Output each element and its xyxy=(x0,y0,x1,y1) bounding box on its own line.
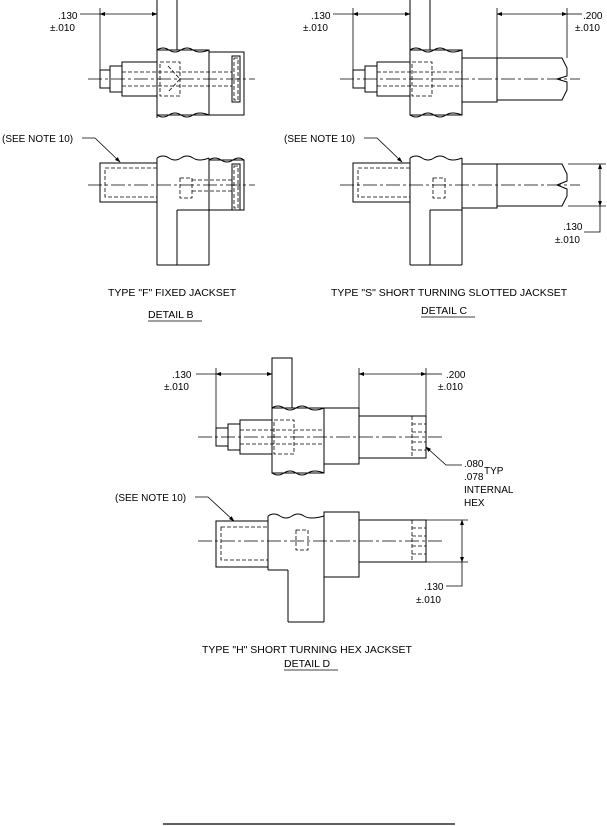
detail-b-section-view: (SEE NOTE 10) xyxy=(2,134,255,266)
detail-d-dim-top-left-value: .130 xyxy=(172,370,192,381)
detail-c-top-dimensions: .130 ±.010 .200 ±.010 xyxy=(303,8,603,70)
hex-internal: INTERNAL xyxy=(464,485,514,496)
detail-c-dim-bottom-tolerance: ±.010 xyxy=(555,235,580,246)
hex-dim-min: .078 xyxy=(464,472,484,483)
detail-b-detail-label: DETAIL B xyxy=(148,309,194,321)
detail-b-dim-top-tolerance: ±.010 xyxy=(50,23,75,34)
detail-d-dim-top-right-tolerance: ±.010 xyxy=(438,382,463,393)
detail-b-drawing: .130 ±.010 (SEE NOTE 10) TYPE "F" FIXED … xyxy=(2,0,255,322)
detail-d-top-view xyxy=(198,357,442,476)
detail-c-drawing: .130 ±.010 .200 ±.010 (SEE NOTE 10) xyxy=(284,0,606,318)
detail-d-section-view: (SEE NOTE 10) .130 ±.010 xyxy=(115,493,468,623)
detail-c-dim-top-left-tolerance: ±.010 xyxy=(303,23,328,34)
detail-d-dim-bottom-value: .130 xyxy=(424,582,444,593)
detail-d-dim-bottom-tolerance: ±.010 xyxy=(416,595,441,606)
detail-b-type-label: TYPE "F" FIXED JACKSET xyxy=(108,287,237,299)
detail-b-dim-top-value: .130 xyxy=(58,11,78,22)
hex-dim-max: .080 xyxy=(464,459,484,470)
detail-c-top-view xyxy=(340,0,580,118)
detail-d-hex-callout: .080 .078 TYP INTERNAL HEX xyxy=(425,446,514,509)
detail-d-detail-label: DETAIL D xyxy=(284,658,331,670)
detail-c-dim-top-right-tolerance: ±.010 xyxy=(575,23,600,34)
detail-c-section-view: (SEE NOTE 10) .130 ±.010 xyxy=(284,134,606,266)
hex-hex: HEX xyxy=(464,498,485,509)
detail-c-dim-top-right-value: .200 xyxy=(583,11,603,22)
detail-b-top-view xyxy=(88,0,255,118)
detail-c-dim-bottom-value: .130 xyxy=(563,222,583,233)
detail-d-drawing: .130 ±.010 .200 ±.010 .080 .078 TYP INTE… xyxy=(115,357,514,671)
detail-d-dim-top-left-tolerance: ±.010 xyxy=(164,382,189,393)
detail-c-type-label: TYPE "S" SHORT TURNING SLOTTED JACKSET xyxy=(331,287,568,299)
detail-d-dim-top-right-value: .200 xyxy=(446,370,466,381)
detail-c-note: (SEE NOTE 10) xyxy=(284,134,355,145)
detail-d-note: (SEE NOTE 10) xyxy=(115,493,186,504)
detail-d-type-label: TYPE "H" SHORT TURNING HEX JACKSET xyxy=(202,644,412,656)
detail-d-top-dimensions: .130 ±.010 .200 ±.010 xyxy=(164,368,466,428)
hex-typ: TYP xyxy=(484,466,504,477)
detail-b-note: (SEE NOTE 10) xyxy=(2,134,73,145)
detail-c-detail-label: DETAIL C xyxy=(421,305,468,317)
detail-b-top-dimension: .130 ±.010 xyxy=(50,8,158,70)
detail-c-dim-top-left-value: .130 xyxy=(311,11,331,22)
